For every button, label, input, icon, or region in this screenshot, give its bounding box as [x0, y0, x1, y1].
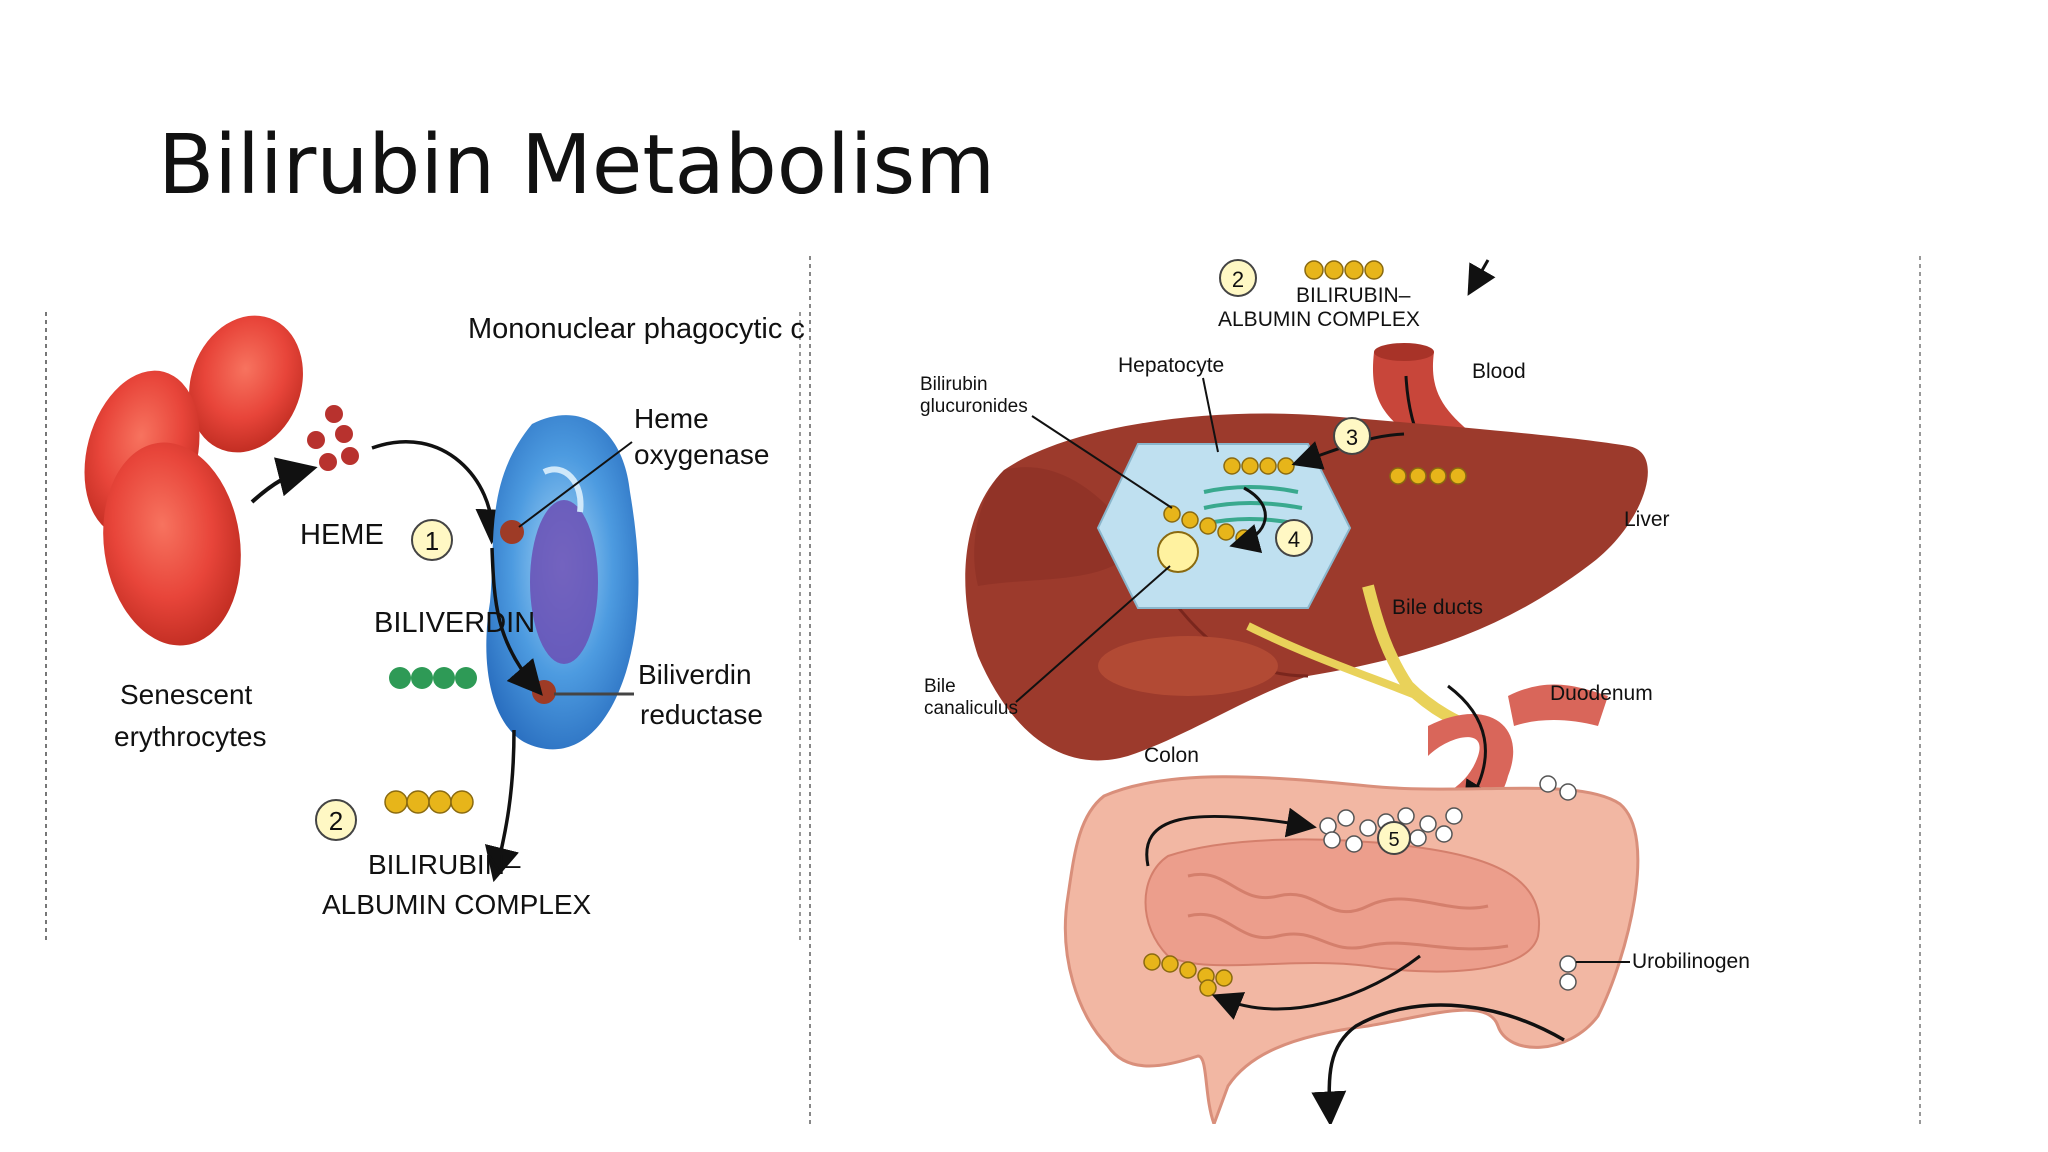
complex-label-2: ALBUMIN COMPLEX	[322, 889, 591, 920]
heme-molecule-icon	[307, 405, 359, 471]
step-4-number: 4	[1288, 527, 1300, 552]
biliverdin-reductase-label-2: reductase	[640, 699, 763, 730]
step-3-badge	[1333, 417, 1371, 455]
heme-oxygenase-label-2: oxygenase	[634, 439, 769, 470]
cell-to-complex-arrow	[484, 729, 519, 883]
canaliculus-label-1: Bile	[924, 676, 956, 697]
complex-label-right-1: BILIRUBIN–	[1296, 284, 1411, 307]
step-2-number: 2	[329, 806, 343, 836]
step-1-badge	[411, 519, 453, 561]
liver-label: Liver	[1624, 508, 1670, 531]
step-5-number: 5	[1388, 829, 1399, 851]
cell-title-label: Mononuclear phagocytic cell	[468, 313, 804, 345]
step-2-number-right: 2	[1232, 267, 1244, 292]
colon-bilirubin-icon	[1143, 953, 1233, 997]
biliverdin-molecule-icon	[389, 667, 477, 689]
blood-label: Blood	[1472, 360, 1526, 383]
step-4-badge	[1275, 519, 1313, 557]
heme-label: HEME	[300, 519, 384, 551]
duodenum-label: Duodenum	[1550, 682, 1653, 705]
incoming-arrow	[1467, 259, 1496, 296]
senescent-erythrocytes-icon	[84, 315, 303, 646]
cell-internal-arrow	[490, 547, 543, 696]
heme-oxygenase-leader	[518, 441, 633, 528]
heme-oxygenase-label-1: Heme	[634, 403, 709, 434]
urobilinogen-label: Urobilinogen	[1632, 950, 1750, 973]
step-2-badge	[315, 799, 357, 841]
complex-label-right-2: ALBUMIN COMPLEX	[1218, 308, 1420, 331]
erythrocyte-to-heme-arrow	[250, 457, 318, 504]
canaliculus-label-2: canaliculus	[924, 698, 1018, 719]
bilirubin-albumin-icon	[1304, 260, 1384, 280]
mononuclear-phagocytic-cell-icon	[486, 415, 639, 750]
glucuronides-label-1: Bilirubin	[920, 374, 988, 395]
biliverdin-label: BILIVERDIN	[374, 607, 535, 639]
slide-title: Bilirubin Metabolism	[158, 118, 996, 213]
step-2-badge-right	[1219, 259, 1257, 297]
bile-ducts-label: Bile ducts	[1392, 596, 1483, 619]
glucuronides-label-2: glucuronides	[920, 396, 1028, 417]
heme-degradation-diagram: Mononuclear phagocytic cell Heme oxygena…	[45, 312, 804, 944]
complex-label-1: BILIRUBIN–	[368, 849, 521, 880]
hepatocyte-label: Hepatocyte	[1118, 354, 1224, 377]
senescent-label-2: erythrocytes	[114, 721, 267, 752]
step-3-number: 3	[1346, 425, 1358, 450]
bile-canaliculus-icon	[1157, 531, 1199, 573]
heme-to-cell-arrow	[371, 440, 511, 545]
urobilinogen-icon	[1319, 775, 1577, 991]
colon-label: Colon	[1144, 744, 1199, 767]
blood-bilirubin-icon	[1389, 467, 1467, 485]
step-5-badge	[1377, 821, 1411, 855]
step-1-number: 1	[425, 526, 439, 556]
senescent-label-1: Senescent	[120, 679, 253, 710]
biliverdin-reductase-label-1: Biliverdin	[638, 659, 752, 690]
liver-intestine-diagram: 2 BILIRUBIN– ALBUMIN COMPLEX 3 4	[809, 256, 1921, 1124]
bilirubin-molecule-icon	[384, 790, 474, 814]
